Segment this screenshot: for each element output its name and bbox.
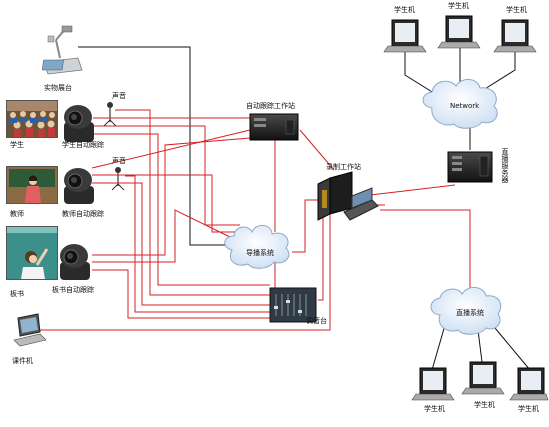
label-control-workstation: 录制工作站	[326, 163, 361, 171]
top-laptop-1	[383, 19, 427, 53]
board-camera	[60, 244, 90, 280]
label-live-system: 直播系统	[456, 309, 484, 317]
line-board-cam-a	[92, 137, 251, 256]
line-laptop-to-control	[36, 210, 331, 331]
line-switch-to-control	[292, 199, 318, 253]
line-control-to-server	[369, 184, 456, 196]
line-teacher-cam-a	[91, 129, 251, 169]
control-workstation-device	[317, 171, 379, 221]
bottom-laptop-3	[509, 367, 549, 401]
label-board: 板书	[10, 290, 24, 298]
label-auto-workstation: 自动跟踪工作站	[246, 102, 295, 110]
line-live-to-pc1	[431, 324, 446, 371]
label-student-camera: 学生自动跟踪	[62, 141, 104, 149]
label-top-pc-1: 学生机	[394, 6, 415, 14]
label-bottom-pc-3: 学生机	[518, 405, 539, 413]
label-top-pc-3: 学生机	[506, 6, 527, 14]
line-visualizer-to-switch	[78, 46, 236, 246]
label-top-pc-2: 学生机	[448, 2, 469, 10]
line-network-to-top-pc3	[479, 52, 516, 93]
red-connection-lines	[36, 109, 471, 331]
label-bottom-pc-2: 学生机	[474, 401, 495, 409]
cloud-live-system	[430, 287, 502, 335]
label-laptop: 课件机	[12, 357, 33, 365]
mixer-device	[269, 287, 317, 323]
visualizer-device	[41, 25, 83, 75]
line-board-cam-b	[92, 209, 233, 263]
cloud-network	[422, 79, 498, 129]
line-mic2-to-mixer	[125, 175, 270, 313]
label-teacher: 教师	[10, 210, 24, 218]
label-media-server: 直播服务器	[501, 148, 509, 183]
media-server-device	[447, 151, 493, 183]
line-mic1-to-mixer	[115, 109, 270, 296]
board-photo	[6, 226, 58, 280]
label-mic-1: 声音	[112, 92, 126, 100]
student-camera	[64, 105, 94, 142]
line-live-to-pc2	[477, 329, 483, 363]
line-teacher-cam-b	[92, 174, 236, 233]
teacher-photo	[6, 166, 58, 204]
student-photo	[6, 100, 58, 138]
microphone-2	[111, 167, 125, 191]
top-laptop-2	[437, 15, 481, 49]
label-mixer: 调音台	[306, 317, 327, 325]
label-bottom-pc-1: 学生机	[424, 405, 445, 413]
line-control-to-live	[380, 209, 471, 295]
label-network: Network	[450, 102, 480, 110]
bottom-laptop-1	[411, 367, 455, 401]
courseware-laptop	[13, 313, 47, 347]
label-board-camera: 板书自动跟踪	[52, 286, 94, 294]
cloud-switch-system	[224, 225, 290, 269]
microphone-1	[103, 102, 117, 127]
line-live-to-pc3	[489, 321, 531, 371]
label-visualizer: 实物展台	[44, 84, 72, 92]
line-teacher-cam-c	[92, 182, 270, 306]
line-board-cam-c	[92, 269, 270, 319]
auto-workstation-device	[249, 113, 299, 141]
line-student-cam-c	[93, 133, 270, 286]
line-mixer-to-control	[318, 215, 324, 301]
label-student: 学生	[10, 141, 24, 149]
label-mic-2: 声音	[112, 157, 126, 165]
bottom-laptop-2	[461, 361, 505, 395]
label-teacher-camera: 教师自动跟踪	[62, 210, 104, 218]
line-auto-to-control	[299, 129, 335, 171]
label-switch-system: 导播系统	[246, 249, 274, 257]
teacher-camera	[64, 168, 94, 204]
top-laptop-3	[493, 19, 537, 53]
